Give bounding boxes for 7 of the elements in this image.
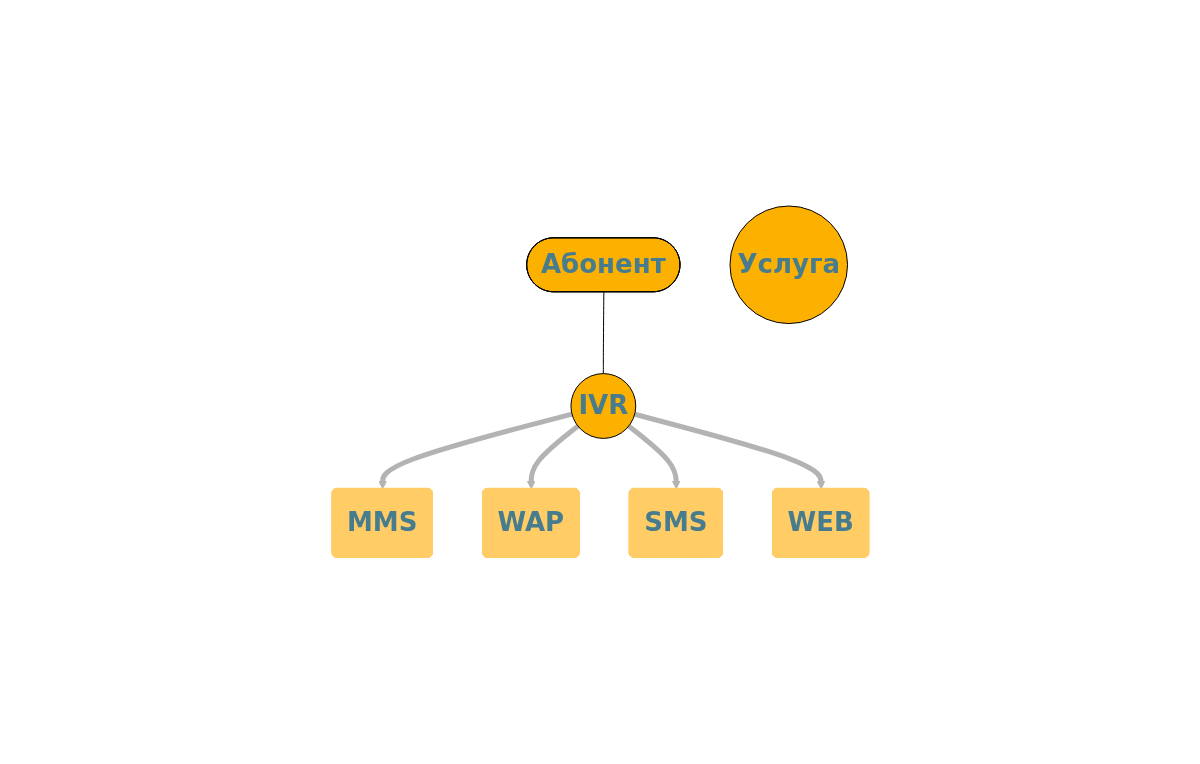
arrow: [626, 424, 681, 490]
connector: [602, 292, 604, 375]
arrow: [633, 412, 825, 490]
node-circle: IVR: [570, 373, 636, 440]
arrow: [526, 424, 580, 490]
node-circle: Услуга: [729, 205, 848, 325]
arrow: [377, 412, 573, 490]
